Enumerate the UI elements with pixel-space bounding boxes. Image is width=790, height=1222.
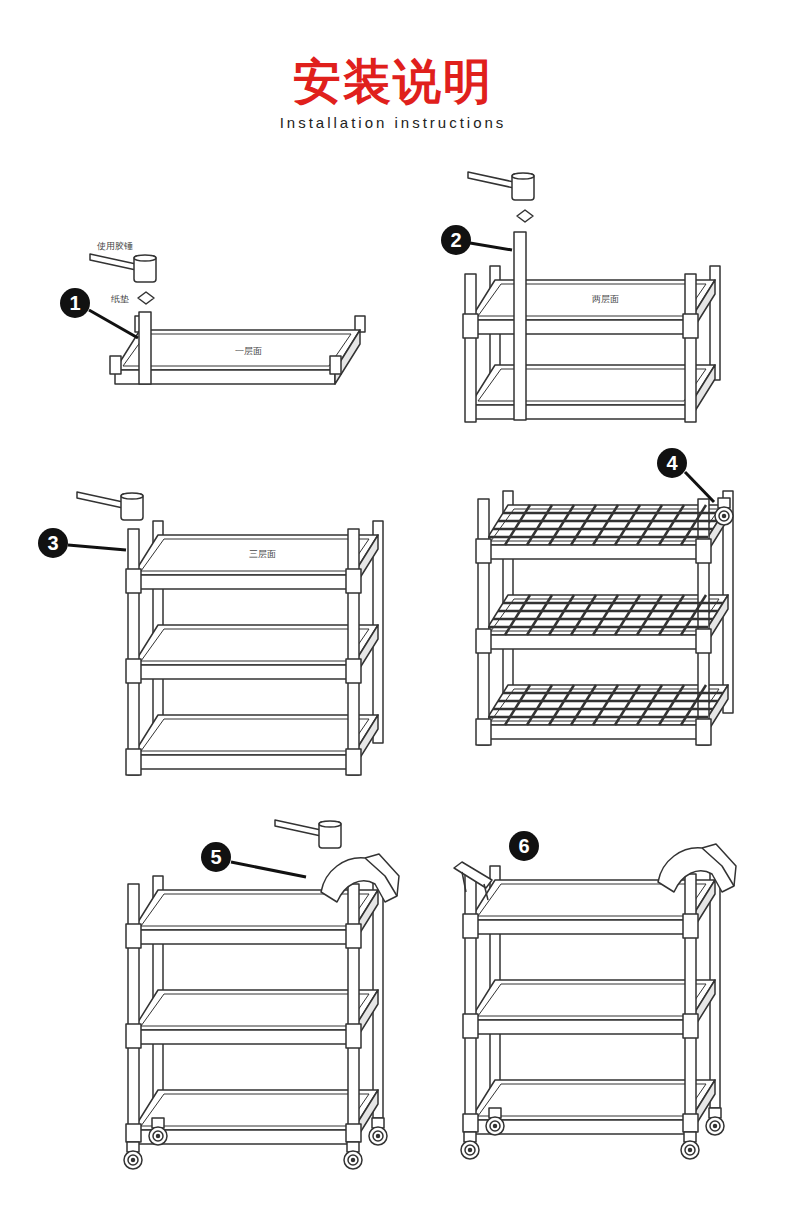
page-title: 安装说明 xyxy=(293,50,493,114)
callout-number: 1 xyxy=(60,288,90,318)
callout-number: 5 xyxy=(201,842,231,872)
subtitle: Installation instructions xyxy=(280,114,507,131)
shelf-label: 两层面 xyxy=(592,293,619,306)
shelf-label: 一层面 xyxy=(235,345,262,358)
callout-number: 3 xyxy=(38,528,68,558)
callout-number: 2 xyxy=(441,225,471,255)
callout-number: 6 xyxy=(509,831,539,861)
callout-text: 2 xyxy=(450,230,461,250)
callout-text: 6 xyxy=(518,836,529,856)
callout-text: 4 xyxy=(666,453,677,473)
callout-text: 5 xyxy=(210,847,221,867)
callout-text: 1 xyxy=(69,293,80,313)
shelf-label: 三层面 xyxy=(249,548,276,561)
pad-note: 纸垫 xyxy=(111,293,129,306)
callout-text: 3 xyxy=(47,533,58,553)
tool-note: 使用胶锤 xyxy=(97,240,133,253)
callout-number: 4 xyxy=(657,448,687,478)
